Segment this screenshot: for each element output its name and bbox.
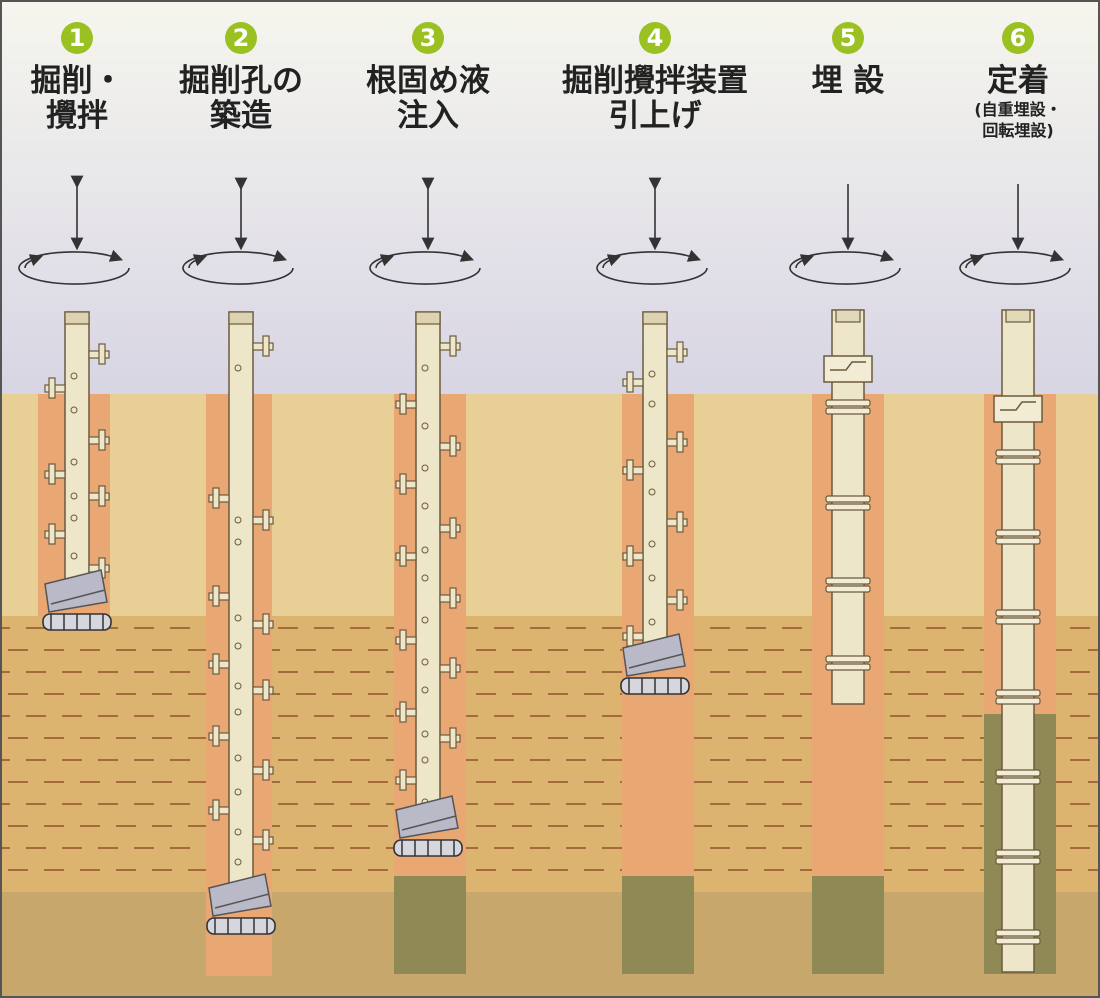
- step-5-badge: 5: [832, 22, 864, 54]
- step-6: 6 定着 (自重埋設・ 回転埋設): [918, 22, 1100, 141]
- step-4-label: 掘削攪拌装置 引上げ: [555, 64, 755, 134]
- step-4-badge: 4: [639, 22, 671, 54]
- step-3-label: 根固め液 注入: [328, 64, 528, 134]
- step-2-label: 掘削孔の 築造: [141, 64, 341, 134]
- upper-soil-layer: [0, 394, 1100, 616]
- middle-soil-layer: [0, 616, 1100, 892]
- step-4: 4 掘削攪拌装置 引上げ: [555, 22, 755, 134]
- step-6-sublabel: (自重埋設・ 回転埋設): [918, 99, 1100, 141]
- step-1-badge: 1: [61, 22, 93, 54]
- step-3: 3 根固め液 注入: [328, 22, 528, 134]
- step-6-badge: 6: [1002, 22, 1034, 54]
- step-6-label: 定着: [918, 64, 1100, 99]
- step-2: 2 掘削孔の 築造: [141, 22, 341, 134]
- step-3-badge: 3: [412, 22, 444, 54]
- step-2-badge: 2: [225, 22, 257, 54]
- lower-soil-layer: [0, 892, 1100, 998]
